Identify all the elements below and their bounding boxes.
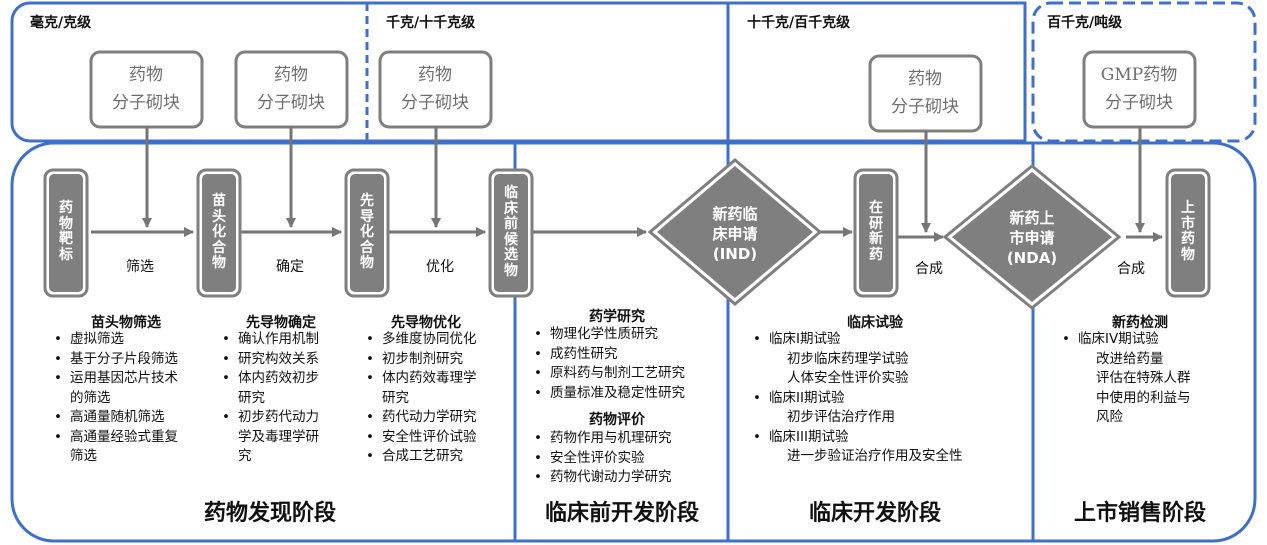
- list-item: 多维度协同优化: [362, 330, 477, 350]
- lead-confirm-list: 确认作用机制 研究构效关系 体内药效初步 研究 初步药代动力 学及毒理学研 究: [218, 330, 319, 467]
- list-item: 人体安全性评价实验: [787, 370, 909, 386]
- investigational-drug-box: 在研新药: [869, 200, 883, 263]
- list-item: 药代动力学研究: [362, 408, 477, 428]
- list-item: 体内药效毒理学: [362, 369, 477, 389]
- list-item: 临床III期试验: [749, 428, 963, 448]
- list-item: 临床IV期试验: [1058, 330, 1191, 350]
- building-block-label: GMP药物分子砌块: [1100, 65, 1178, 113]
- nda-diamond: [952, 172, 1112, 302]
- list-item: 中使用的利益与: [1096, 389, 1191, 406]
- list-item: 筛选: [70, 448, 97, 464]
- post-market-list: 临床IV期试验 改进给药量 评估在特殊人群 中使用的利益与 风险: [1058, 330, 1191, 428]
- lead-optimize-list: 多维度协同优化 初步制剂研究 体内药效毒理学 研究 药代动力学研究 安全性评价试…: [362, 330, 477, 467]
- clinical-trial-title: 临床试验: [847, 315, 903, 331]
- list-item: 临床I期试验: [749, 330, 963, 350]
- process-box-fills: [49, 174, 1205, 292]
- list-item: 研究构效关系: [218, 350, 319, 370]
- scale-label-mg: 毫克/克级: [30, 15, 92, 31]
- list-item: 确认作用机制: [218, 330, 319, 350]
- list-item: 进一步验证治疗作用及安全性: [787, 448, 963, 464]
- building-block-label: 药物分子砌块: [891, 69, 959, 117]
- action-optimize: 优化: [426, 259, 454, 275]
- list-item: 高通量经验式重复: [50, 428, 178, 448]
- list-item: 基于分子片段筛选: [50, 350, 178, 370]
- scale-panel-outline: [10, 1, 1027, 143]
- stage-clinical: 临床开发阶段: [808, 501, 941, 526]
- nda-label: 新药上市申请(NDA): [1006, 209, 1058, 267]
- list-item: 体内药效初步: [218, 369, 319, 389]
- pharma-research-title: 药学研究: [589, 309, 645, 325]
- action-synthesize: 合成: [915, 261, 943, 277]
- list-item: 初步临床药理学试验: [787, 350, 909, 367]
- flow-arrows: [91, 227, 1163, 242]
- hit-screening-list: 虚拟筛选 基于分子片段筛选 运用基因芯片技术 的筛选 高通量随机筛选 高通量经验…: [50, 330, 178, 467]
- list-item: 质量标准及稳定性研究: [530, 384, 685, 404]
- list-item: 改进给药量: [1096, 350, 1164, 367]
- drug-eval-title: 药物评价: [589, 412, 645, 428]
- list-item: 药物作用与机理研究: [530, 429, 672, 449]
- list-item: 究: [238, 448, 252, 464]
- stage-preclinical: 临床前开发阶段: [544, 501, 699, 526]
- list-item: 评估在特殊人群: [1096, 370, 1191, 386]
- action-synthesize: 合成: [1117, 261, 1145, 277]
- list-item: 的筛选: [70, 389, 111, 406]
- ind-diamond: [657, 166, 813, 298]
- scale-label-ton: 百千克/吨级: [1047, 15, 1123, 31]
- building-block-label: 药物分子砌块: [401, 65, 469, 113]
- preclinical-candidate-box: 临床前候选物: [504, 185, 518, 279]
- list-item: 安全性评价试验: [362, 428, 477, 448]
- list-item: 风险: [1096, 409, 1123, 425]
- list-item: 原料药与制剂工艺研究: [530, 364, 685, 384]
- post-market-title: 新药检测: [1112, 315, 1168, 331]
- list-item: 初步评估治疗作用: [787, 409, 895, 425]
- hit-screening-title: 苗头物筛选: [91, 315, 161, 331]
- hit-compound-box: 苗头化合物: [212, 193, 226, 271]
- action-screen: 筛选: [126, 259, 154, 275]
- list-item: 运用基因芯片技术: [50, 369, 178, 389]
- list-item: 临床II期试验: [749, 389, 963, 409]
- list-item: 虚拟筛选: [50, 330, 178, 350]
- list-item: 初步制剂研究: [362, 350, 477, 370]
- stage-discovery: 药物发现阶段: [203, 501, 336, 526]
- list-item: 药物代谢动力学研究: [530, 468, 672, 488]
- scale-label-kg: 千克/十千克级: [386, 15, 476, 31]
- clinical-trial-list: 临床I期试验 初步临床药理学试验 人体安全性评价实验 临床II期试验 初步评估治…: [749, 330, 963, 467]
- list-item: 合成工艺研究: [362, 447, 477, 467]
- ind-label: 新药临床申请(IND): [712, 205, 758, 263]
- list-item: 高通量随机筛选: [50, 408, 178, 428]
- building-block-boxes: [89, 50, 1197, 133]
- list-item: 研究: [382, 389, 409, 406]
- list-item: 初步药代动力: [218, 408, 319, 428]
- list-item: 学及毒理学研: [238, 428, 319, 445]
- supply-arrows: [142, 127, 1145, 233]
- list-item: 物理化学性质研究: [530, 325, 685, 345]
- stage-marketing: 上市销售阶段: [1073, 501, 1206, 526]
- building-block-label: 药物分子砌块: [257, 65, 325, 113]
- marketed-drug-box: 上市药物: [1181, 200, 1195, 263]
- stage-panel-outline: [10, 141, 1257, 543]
- drug-eval-list: 药物作用与机理研究 安全性评价实验 药物代谢动力学研究: [530, 429, 672, 488]
- action-confirm: 确定: [276, 259, 304, 275]
- lead-compound-box: 先导化合物: [360, 193, 374, 271]
- list-item: 研究: [238, 389, 265, 406]
- list-item: 安全性评价实验: [530, 449, 672, 469]
- scale-panel-future: [1031, 1, 1257, 143]
- building-block-label: 药物分子砌块: [112, 65, 180, 113]
- pharma-research-list: 物理化学性质研究 成药性研究 原料药与制剂工艺研究 质量标准及稳定性研究: [530, 325, 685, 403]
- drug-target-box: 药物靶标: [59, 200, 73, 263]
- scale-label-10kg: 十千克/百千克级: [747, 15, 851, 31]
- list-item: 成药性研究: [530, 345, 685, 365]
- lead-confirm-title: 先导物确定: [246, 315, 316, 331]
- lead-optimize-title: 先导物优化: [391, 315, 461, 331]
